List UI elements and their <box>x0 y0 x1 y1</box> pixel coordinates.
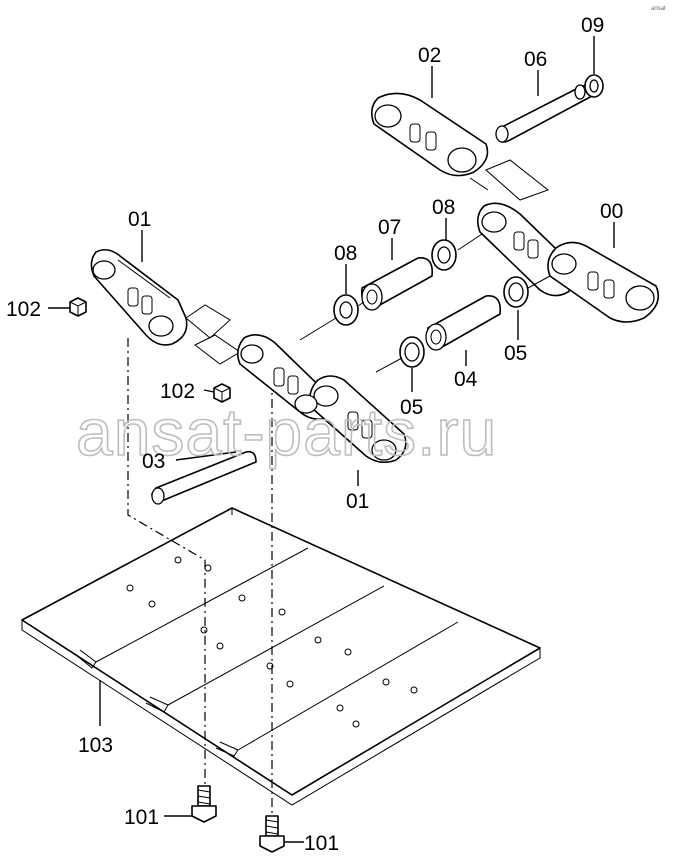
label-101-left: 101 <box>124 806 159 829</box>
watermark: ansat-parts.ru <box>76 395 497 469</box>
link-01-left <box>90 248 188 346</box>
track-shoe-assembly <box>21 507 541 806</box>
bushing-04 <box>425 295 502 351</box>
pin-03 <box>151 450 257 505</box>
nut-102-middle <box>213 383 231 403</box>
label-08-left: 08 <box>334 242 357 265</box>
label-04: 04 <box>454 368 478 391</box>
nut-102-left <box>69 297 87 317</box>
label-07: 07 <box>378 216 401 239</box>
corner-mark: ansat <box>651 6 666 12</box>
label-05-left: 05 <box>400 396 423 419</box>
pin-06 <box>495 84 593 143</box>
bolt-101-left <box>191 785 217 823</box>
label-00: 00 <box>600 200 623 223</box>
shoe-bolt-holes <box>126 556 418 728</box>
label-05-right: 05 <box>504 342 527 365</box>
label-102-left: 102 <box>6 298 41 321</box>
link-01-middle <box>236 334 407 464</box>
label-102-middle: 102 <box>160 380 195 403</box>
label-03: 03 <box>142 450 165 473</box>
label-09: 09 <box>581 14 604 37</box>
label-06: 06 <box>524 48 547 71</box>
link-00-right <box>476 202 660 323</box>
label-01-bottom: 01 <box>346 490 369 513</box>
label-101-right: 101 <box>304 832 339 855</box>
bolt-101-right <box>259 815 285 853</box>
label-01-top: 01 <box>128 208 151 231</box>
label-08-right: 08 <box>432 196 455 219</box>
label-02: 02 <box>418 44 441 67</box>
link-02-top <box>370 92 489 177</box>
label-103: 103 <box>78 734 113 757</box>
bushing-07 <box>361 257 434 311</box>
